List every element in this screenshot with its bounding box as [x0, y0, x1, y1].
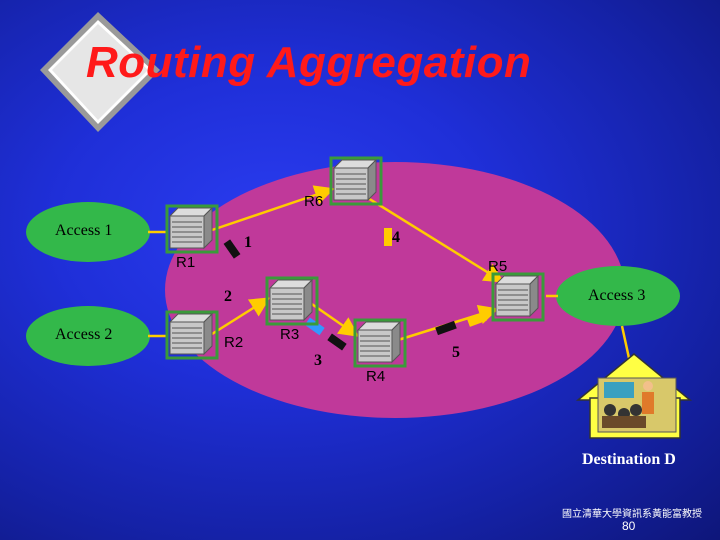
- router-r3-label: R3: [280, 326, 300, 343]
- destination-label: Destination D: [582, 451, 676, 468]
- router-r4-label: R4: [366, 368, 386, 385]
- packet-r6: [384, 228, 392, 246]
- route-label-5: 5: [452, 344, 460, 361]
- packet-r4-b: [467, 313, 487, 327]
- access-2-label: Access 2: [55, 326, 113, 343]
- access-3-network: [556, 266, 680, 326]
- route-label-4: 4: [392, 229, 400, 246]
- router-r5-label: R5: [488, 258, 508, 275]
- link-r3-r4: [305, 298, 360, 337]
- router-r2-label: R2: [224, 334, 244, 351]
- router-r6-label: R6: [304, 193, 324, 210]
- footer-author: 國立清華大學資訊系黃能富教授: [562, 509, 702, 520]
- page-number: 80: [622, 519, 636, 533]
- packet-r1: [223, 239, 241, 259]
- packet-r3-b: [327, 333, 347, 351]
- logo-diamond: [40, 12, 160, 132]
- packet-r4-a: [435, 320, 457, 336]
- destination-house-icon: [575, 353, 693, 439]
- route-label-1: 1: [244, 234, 252, 251]
- route-label-2: 2: [224, 288, 232, 305]
- router-r1-label: R1: [176, 254, 196, 271]
- slide-title: Routing Aggregation: [86, 38, 532, 87]
- core-network: [165, 162, 625, 418]
- route-label-3: 3: [314, 352, 322, 369]
- link-r2-r3: [211, 297, 271, 336]
- packet-r3-a: [304, 317, 325, 336]
- access-1-network: [26, 202, 150, 262]
- access-1-label: Access 1: [55, 222, 113, 239]
- access-2-network: [26, 306, 150, 366]
- access-3-label: Access 3: [588, 287, 646, 304]
- link-r1-r6: [211, 185, 335, 232]
